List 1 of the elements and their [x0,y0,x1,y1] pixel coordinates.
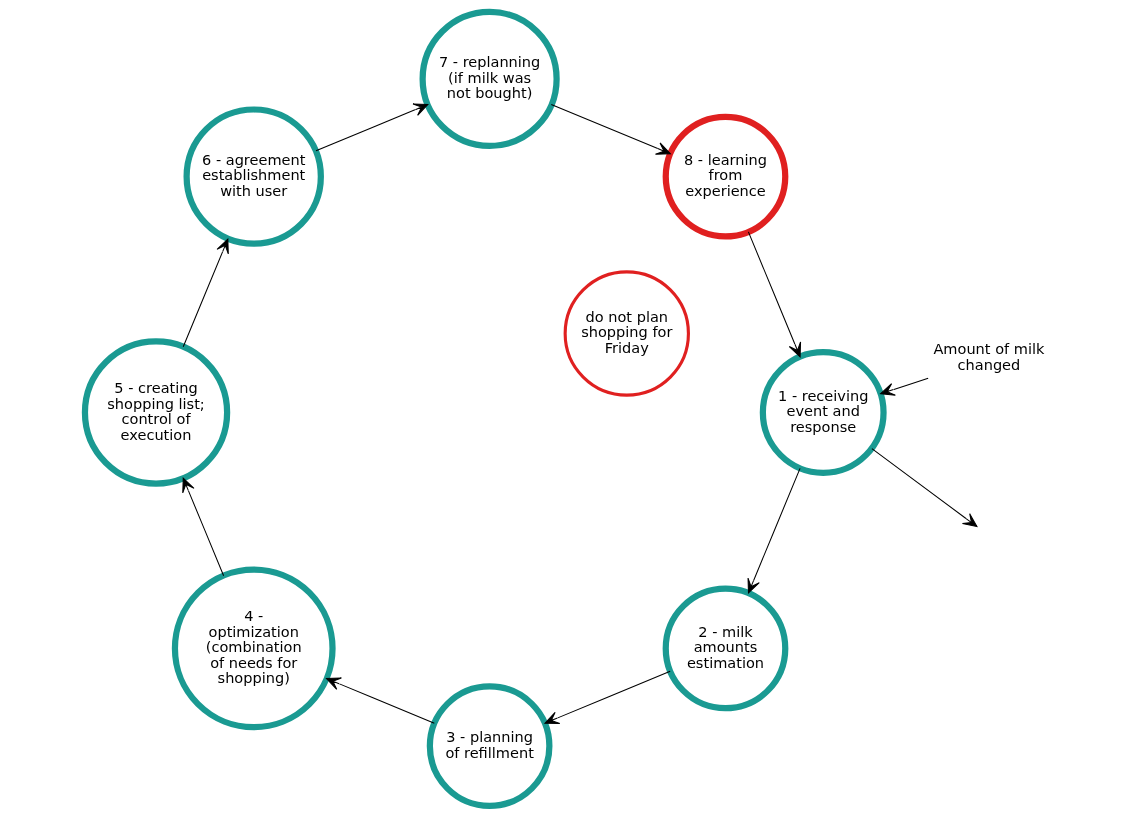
node-text: Amount of milk changed [932,341,1044,373]
